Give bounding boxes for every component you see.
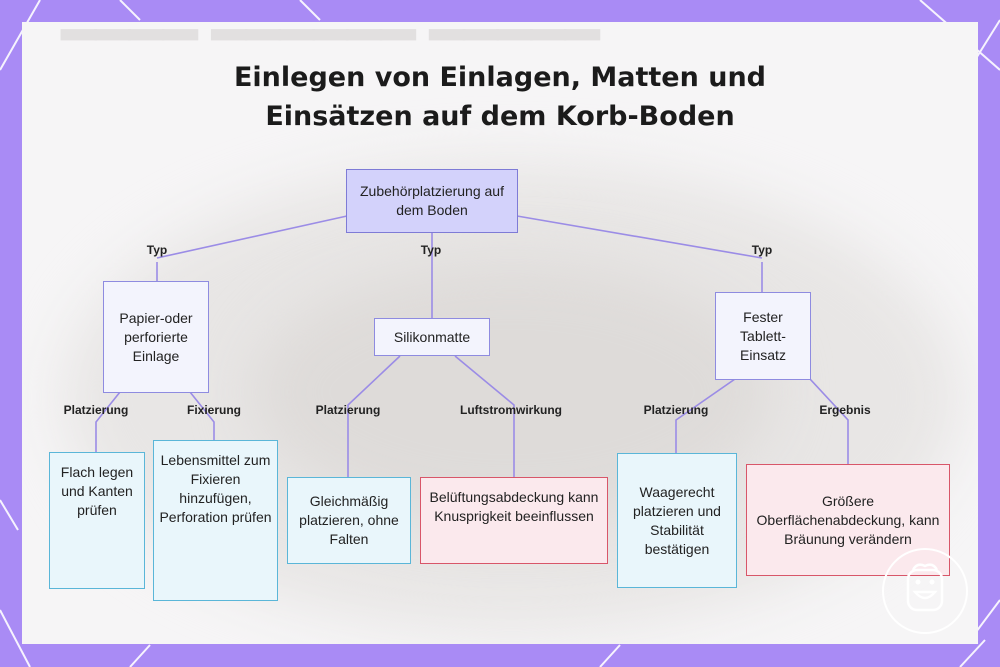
edge-label-placement-2: Platzierung — [315, 403, 381, 417]
edge-p2-c1 — [347, 355, 401, 478]
edge-label-placement-1: Platzierung — [63, 403, 129, 417]
title-line-2: Einsätzen auf dem Korb-Boden — [265, 101, 735, 132]
page-title: Einlegen von Einlagen, Matten und Einsät… — [0, 58, 1000, 136]
node-silicone-mat-label: Silikonmatte — [393, 328, 471, 345]
edge-p3-c2 — [809, 378, 849, 465]
edge-label-type-2: Typ — [420, 243, 442, 257]
node-silicone-mat: Silikonmatte — [374, 318, 490, 356]
edge-label-type-1: Typ — [146, 243, 168, 257]
node-tray-insert: Fester Tablett-Einsatz — [715, 292, 811, 380]
node-paper-liner-label: Papier-oder perforierte Einlage — [119, 309, 193, 364]
leaf-fix-food-label: Lebensmittel zum Fixieren hinzufügen, Pe… — [159, 452, 272, 525]
edge-p3-c1 — [675, 378, 736, 453]
leaf-fix-food: Lebensmittel zum Fixieren hinzufügen, Pe… — [153, 440, 278, 601]
edge-p1-c2 — [189, 391, 215, 440]
leaf-flat-lay-label: Flach legen und Kanten prüfen — [60, 464, 134, 518]
smiling-face-logo-icon — [882, 548, 968, 634]
edge-label-placement-3: Platzierung — [643, 403, 709, 417]
edge-p1-c1 — [95, 391, 121, 452]
leaf-vent-cover: Belüftungsabdeckung kann Knusprigkeit be… — [420, 477, 608, 564]
edge-root-branch-3 — [516, 215, 763, 259]
edge-p2-c2 — [454, 355, 515, 478]
edge-label-type-3: Typ — [751, 243, 773, 257]
leaf-level-placement-label: Waagerecht platzieren und Stabilität bes… — [633, 483, 721, 557]
leaf-flat-lay: Flach legen und Kanten prüfen — [49, 452, 145, 589]
leaf-even-placement: Gleichmäßig platzieren, ohne Falten — [287, 477, 411, 564]
leaf-surface-coverage-label: Größere Oberflächenabdeckung, kann Bräun… — [756, 492, 940, 547]
edge-label-airflow: Luftstromwirkung — [460, 403, 562, 417]
leaf-vent-cover-label: Belüftungsabdeckung kann Knusprigkeit be… — [429, 489, 599, 524]
leaf-level-placement: Waagerecht platzieren und Stabilität bes… — [617, 453, 737, 588]
background-ghost-text: ━━━━ ━━━━━━ ━━━━━ — [62, 22, 599, 66]
leaf-even-placement-label: Gleichmäßig platzieren, ohne Falten — [299, 493, 399, 547]
title-line-1: Einlegen von Einlagen, Matten und — [233, 62, 767, 93]
root-node-label: Zubehörplatzierung auf dem Boden — [360, 183, 504, 218]
node-paper-liner: Papier-oder perforierte Einlage — [103, 281, 209, 393]
root-node: Zubehörplatzierung auf dem Boden — [346, 169, 518, 233]
edge-label-fixation: Fixierung — [186, 403, 242, 417]
edge-label-result: Ergebnis — [819, 403, 871, 417]
node-tray-insert-label: Fester Tablett-Einsatz — [740, 308, 786, 363]
edge-root-branch-1 — [156, 215, 348, 259]
